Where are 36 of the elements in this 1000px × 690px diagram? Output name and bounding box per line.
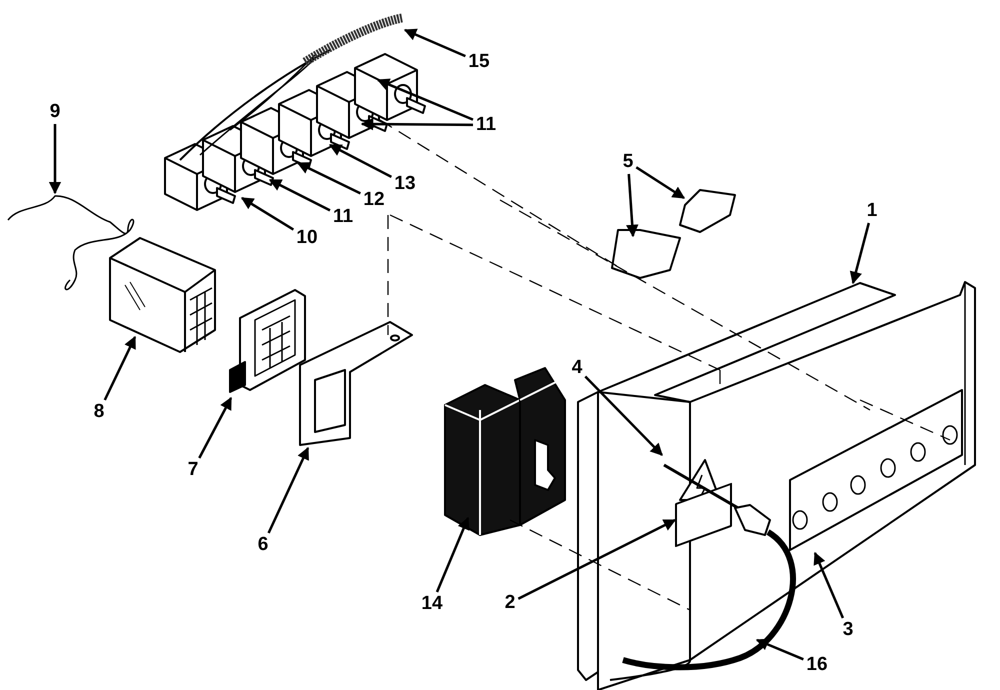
callout-number: 2 bbox=[504, 593, 516, 613]
callout-number: 4 bbox=[570, 358, 584, 378]
leader-line bbox=[328, 144, 392, 178]
callout-number: 15 bbox=[467, 52, 491, 72]
leader-line bbox=[584, 376, 663, 456]
leader-line bbox=[636, 166, 686, 200]
leader-line bbox=[376, 78, 474, 121]
callout-number: 14 bbox=[420, 594, 444, 614]
leader-line bbox=[626, 174, 638, 238]
leader-line bbox=[296, 162, 361, 195]
callout-number: 8 bbox=[92, 402, 106, 422]
callout-number: 9 bbox=[48, 102, 62, 122]
callout-number: 16 bbox=[805, 655, 829, 675]
leader-line bbox=[104, 336, 136, 401]
callout-number: 11 bbox=[474, 115, 498, 135]
callout-number: 12 bbox=[362, 190, 386, 210]
callout-number: 13 bbox=[393, 174, 417, 194]
leader-line bbox=[814, 552, 844, 618]
leader-line bbox=[518, 518, 676, 600]
leader-line bbox=[198, 396, 232, 459]
callout-number: 10 bbox=[295, 228, 319, 248]
callout-number: 3 bbox=[842, 620, 854, 640]
leader-line bbox=[240, 196, 294, 231]
leader-line bbox=[360, 118, 473, 130]
leader-line bbox=[436, 516, 470, 592]
leader-line bbox=[850, 222, 870, 284]
callout-number: 6 bbox=[256, 535, 270, 555]
leader-line bbox=[268, 178, 331, 212]
leader-line bbox=[267, 446, 310, 534]
callout-number: 11 bbox=[332, 207, 354, 227]
leader-line bbox=[48, 124, 62, 194]
leader-line bbox=[756, 638, 804, 660]
leader-line bbox=[404, 28, 466, 58]
callout-number: 5 bbox=[622, 152, 634, 172]
callout-number: 1 bbox=[866, 201, 878, 221]
callout-number: 7 bbox=[186, 460, 200, 480]
